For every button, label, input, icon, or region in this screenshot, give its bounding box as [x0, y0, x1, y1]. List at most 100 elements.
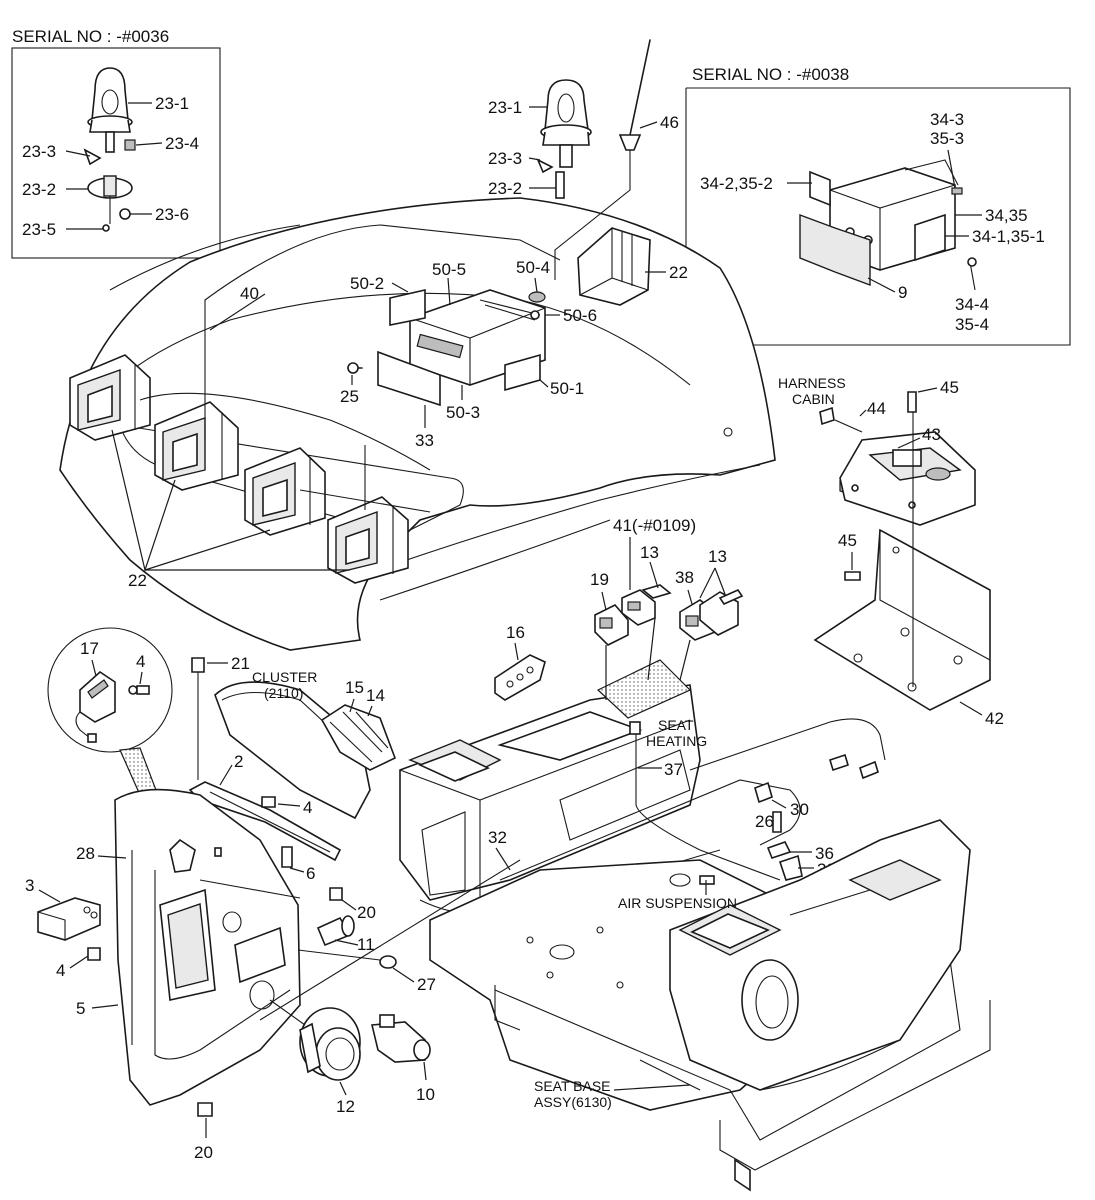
callout-36: 36: [815, 844, 834, 863]
console-right: [669, 819, 971, 1091]
callout-30: 30: [790, 800, 809, 819]
inset-label-35-4: 35-4: [955, 315, 989, 334]
callout-22-top: 22: [669, 263, 688, 282]
callout-45-top: 45: [940, 378, 959, 397]
socket-10: [371, 1014, 431, 1063]
radio-unit-small: [799, 159, 977, 504]
inset-frame: [11, 47, 221, 259]
callout-45-bottom: 45: [838, 531, 857, 550]
callout-harness-cabin-1: HARNESS: [778, 375, 846, 391]
work-lamp-4: [327, 496, 409, 584]
callout-4-c: 4: [56, 961, 65, 980]
callout-21: 21: [231, 654, 250, 673]
callout-13-b: 13: [708, 547, 727, 566]
inset-label-23-3: 23-3: [22, 142, 56, 161]
callout-6: 6: [306, 864, 315, 883]
callout-20-a: 20: [357, 903, 376, 922]
callout-27: 27: [417, 975, 436, 994]
callout-seat-heating-2: HEATING: [646, 733, 707, 749]
inset-label-23-6: 23-6: [155, 205, 189, 224]
callout-28: 28: [76, 844, 95, 863]
callout-2: 2: [234, 752, 243, 771]
callout-44: 44: [867, 399, 886, 418]
inset-label-23-2: 23-2: [22, 180, 56, 199]
gauge-12: [269, 999, 361, 1081]
callout-23-2: 23-2: [488, 179, 522, 198]
switch-panel: [594, 584, 744, 646]
callout-17: 17: [80, 639, 99, 658]
callout-33: 33: [415, 431, 434, 450]
callout-3: 3: [25, 876, 34, 895]
side-panel: [114, 788, 301, 1106]
cluster-cover-15-14: [320, 704, 397, 771]
callout-32: 32: [488, 828, 507, 847]
callout-4-b: 4: [303, 798, 312, 817]
callout-50-6: 50-6: [563, 306, 597, 325]
callout-14: 14: [366, 686, 385, 705]
inset-title: SERIAL NO : -#0036: [12, 27, 169, 46]
work-lamp-1: [69, 354, 151, 441]
callout-cluster-1: CLUSTER: [252, 669, 317, 685]
inset-label-35-3: 35-3: [930, 129, 964, 148]
inset-label-34-3: 34-3: [930, 110, 964, 129]
antenna: [554, 39, 651, 280]
harness-module: HARNESS CABIN 44 43 45: [778, 375, 976, 526]
inset-label-23-4: 23-4: [165, 134, 199, 153]
callout-37: 37: [664, 760, 683, 779]
callout-46: 46: [660, 113, 679, 132]
callout-19: 19: [590, 570, 609, 589]
inset-label-23-1: 23-1: [155, 94, 189, 113]
radio-unit: [347, 288, 546, 407]
callout-12: 12: [336, 1097, 355, 1116]
inset-label-34-35: 34,35: [985, 206, 1028, 225]
beacon-lamp-small: [83, 67, 136, 232]
callout-air-suspension: AIR SUSPENSION: [618, 895, 737, 911]
callout-40: 40: [240, 284, 259, 303]
inset-label-23-5: 23-5: [22, 220, 56, 239]
callout-23-1: 23-1: [488, 98, 522, 117]
bracket-plate: 42 45: [813, 412, 1004, 728]
callout-harness-cabin-2: CABIN: [792, 391, 835, 407]
control-pad: [494, 654, 546, 701]
callout-43: 43: [922, 425, 941, 444]
callout-25: 25: [340, 387, 359, 406]
callout-16: 16: [506, 623, 525, 642]
inset-label-34-4: 34-4: [955, 295, 989, 314]
callout-10: 10: [416, 1085, 435, 1104]
inset-title-right: SERIAL NO : -#0038: [692, 65, 849, 84]
callout-50-3: 50-3: [446, 403, 480, 422]
callout-50-5: 50-5: [432, 260, 466, 279]
work-lamp-top-right: [577, 227, 651, 306]
callout-13-a: 13: [640, 543, 659, 562]
callout-50-1: 50-1: [550, 379, 584, 398]
callout-22-bottom: 22: [128, 571, 147, 590]
beacon-lamp: [536, 79, 592, 199]
callout-seat-base-2: ASSY(6130): [534, 1094, 612, 1110]
callout-41: 41(-#0109): [613, 516, 696, 535]
callout-15: 15: [345, 678, 364, 697]
callout-seat-base-1: SEAT BASE: [534, 1078, 611, 1094]
bracket-3: [37, 897, 101, 941]
callout-38: 38: [675, 568, 694, 587]
seat-heating-connector: SEAT HEATING 37: [499, 717, 886, 881]
inset-label-9: 9: [898, 283, 907, 302]
callout-50-4: 50-4: [516, 258, 550, 277]
component-11: [316, 915, 355, 947]
callout-11: 11: [357, 935, 375, 954]
callout-cluster-2: (2110): [264, 685, 303, 701]
serial-inset-right: SERIAL NO : -#0038 34-3 35-3 34-2,35-2 3…: [685, 65, 1071, 504]
work-lamp-2: [154, 401, 239, 491]
callout-42: 42: [985, 709, 1004, 728]
callout-seat-heating-1: SEAT: [658, 717, 694, 733]
work-lamp-3: [244, 447, 326, 536]
work-lamp-group: [69, 227, 651, 584]
serial-inset-left: SERIAL NO : -#0036 23-1 23-3 23-4 23-2 2…: [11, 27, 221, 259]
inset-label-34-2-35-2: 34-2,35-2: [700, 174, 773, 193]
callout-4-a: 4: [136, 652, 145, 671]
callout-26: 26: [755, 812, 774, 831]
inset-label-34-1-35-1: 34-1,35-1: [972, 227, 1045, 246]
callout-50-2: 50-2: [350, 274, 384, 293]
callout-23-3: 23-3: [488, 149, 522, 168]
callout-20-b: 20: [194, 1143, 213, 1162]
